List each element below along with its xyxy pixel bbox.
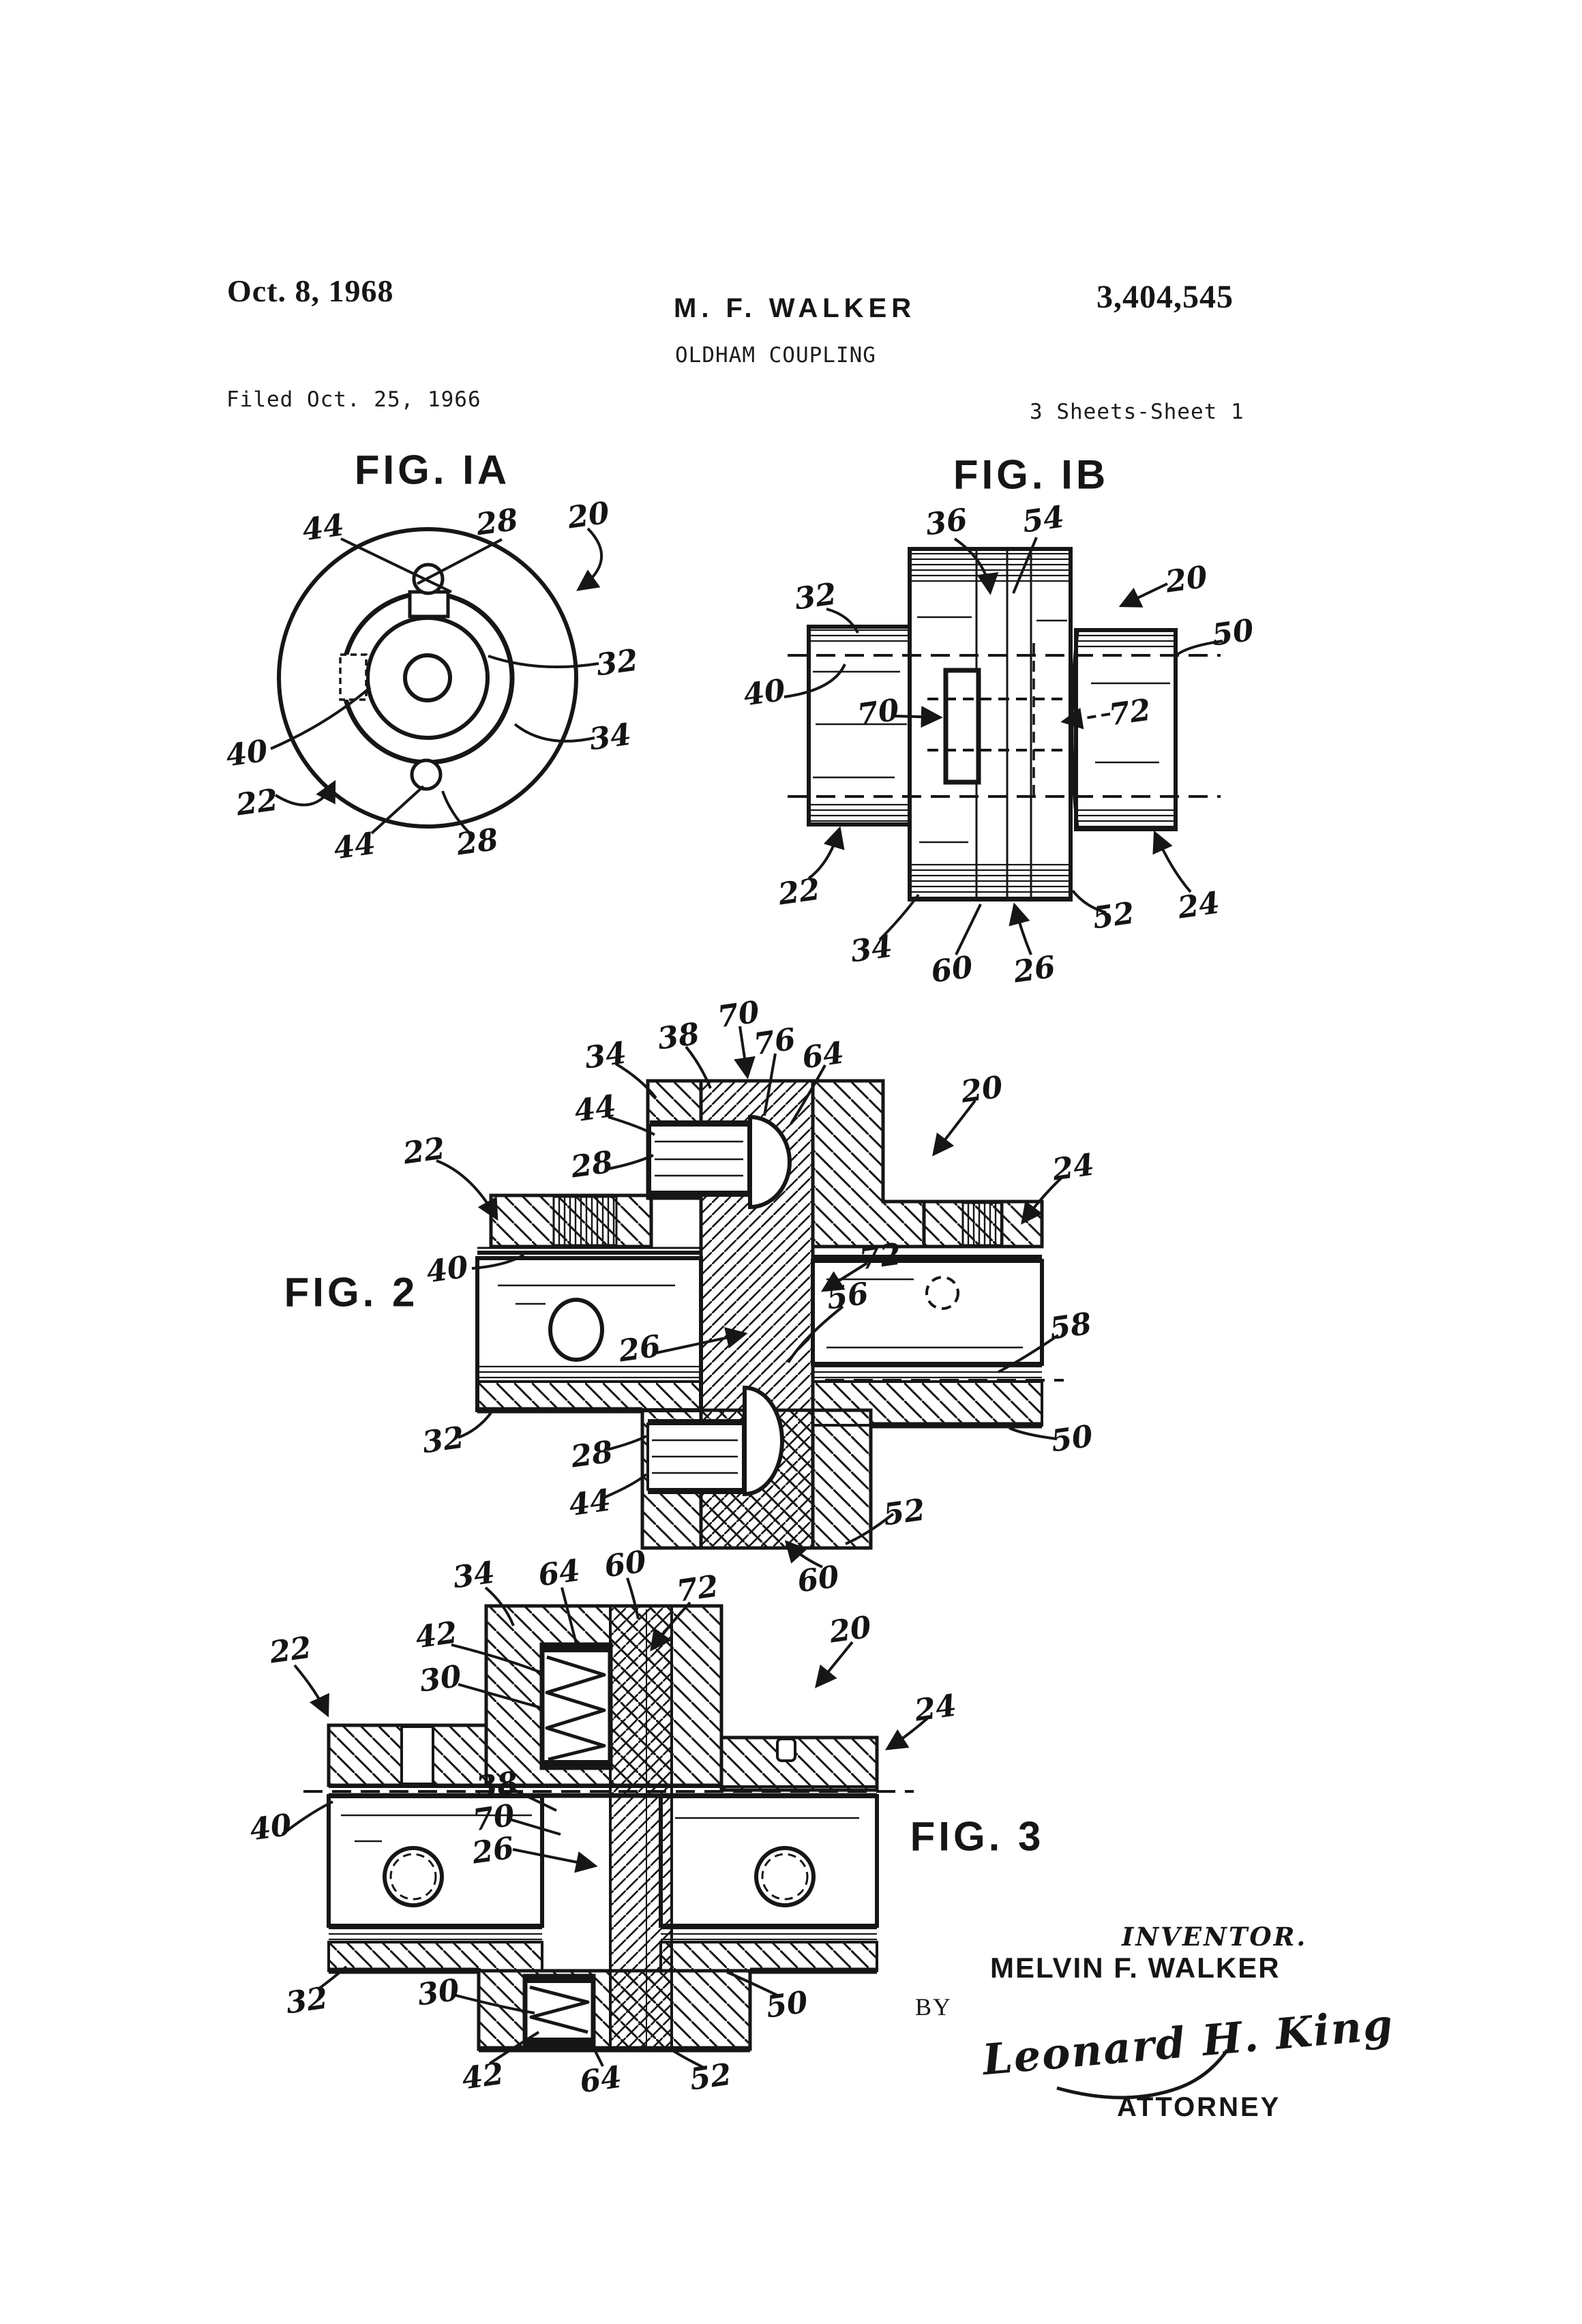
ref-label-42: 42 bbox=[460, 2056, 506, 2097]
ref-label-50: 50 bbox=[764, 1984, 810, 2025]
inventor-name: MELVIN F. WALKER bbox=[990, 1952, 1281, 1984]
fig3-drawing bbox=[281, 1577, 929, 2069]
sheet-info: 3 Sheets-Sheet 1 bbox=[1030, 400, 1244, 424]
ref-label-34: 34 bbox=[451, 1555, 497, 1596]
fig1a-leader-lines bbox=[270, 527, 603, 835]
invention-title: OLDHAM COUPLING bbox=[675, 343, 876, 368]
ref-label-22: 22 bbox=[267, 1630, 314, 1671]
ref-label-32: 32 bbox=[284, 1980, 330, 2021]
ref-label-60: 60 bbox=[602, 1544, 648, 1585]
ref-label-72: 72 bbox=[674, 1568, 721, 1609]
fig1a-title: FIG. IA bbox=[354, 447, 511, 493]
ref-label-30: 30 bbox=[415, 1972, 462, 2013]
fig1b-leader-lines bbox=[783, 537, 1223, 955]
by-label: BY bbox=[915, 1993, 953, 2021]
fig2-leader-lines bbox=[436, 1026, 1064, 1568]
attorney-caption: ATTORNEY bbox=[1117, 2092, 1281, 2122]
fig1b-drawing bbox=[783, 537, 1223, 955]
ref-label-52: 52 bbox=[687, 2057, 734, 2098]
ref-label-20: 20 bbox=[827, 1609, 874, 1650]
patent-author: M. F. WALKER bbox=[674, 293, 916, 323]
ref-label-64: 64 bbox=[578, 2059, 624, 2100]
ref-label-30: 30 bbox=[417, 1658, 464, 1699]
fig1b-title: FIG. IB bbox=[953, 451, 1109, 498]
fig2-title: FIG. 2 bbox=[284, 1269, 419, 1315]
ref-label-42: 42 bbox=[413, 1615, 460, 1656]
ref-label-26: 26 bbox=[470, 1830, 516, 1871]
fig3-leader-lines bbox=[281, 1577, 929, 2069]
signature-flourish bbox=[1056, 2049, 1229, 2100]
filed-line: Filed Oct. 25, 1966 bbox=[226, 387, 481, 412]
fig1a-drawing bbox=[270, 527, 603, 835]
ref-label-40: 40 bbox=[248, 1807, 294, 1848]
fig3-title: FIG. 3 bbox=[910, 1813, 1045, 1860]
ref-label-64: 64 bbox=[536, 1553, 582, 1594]
patent-date: Oct. 8, 1968 bbox=[227, 273, 394, 308]
ref-label-24: 24 bbox=[912, 1688, 959, 1729]
inventor-caption: INVENTOR. bbox=[1122, 1922, 1308, 1952]
patent-number: 3,404,545 bbox=[1096, 279, 1234, 315]
fig2-drawing bbox=[436, 1026, 1064, 1568]
